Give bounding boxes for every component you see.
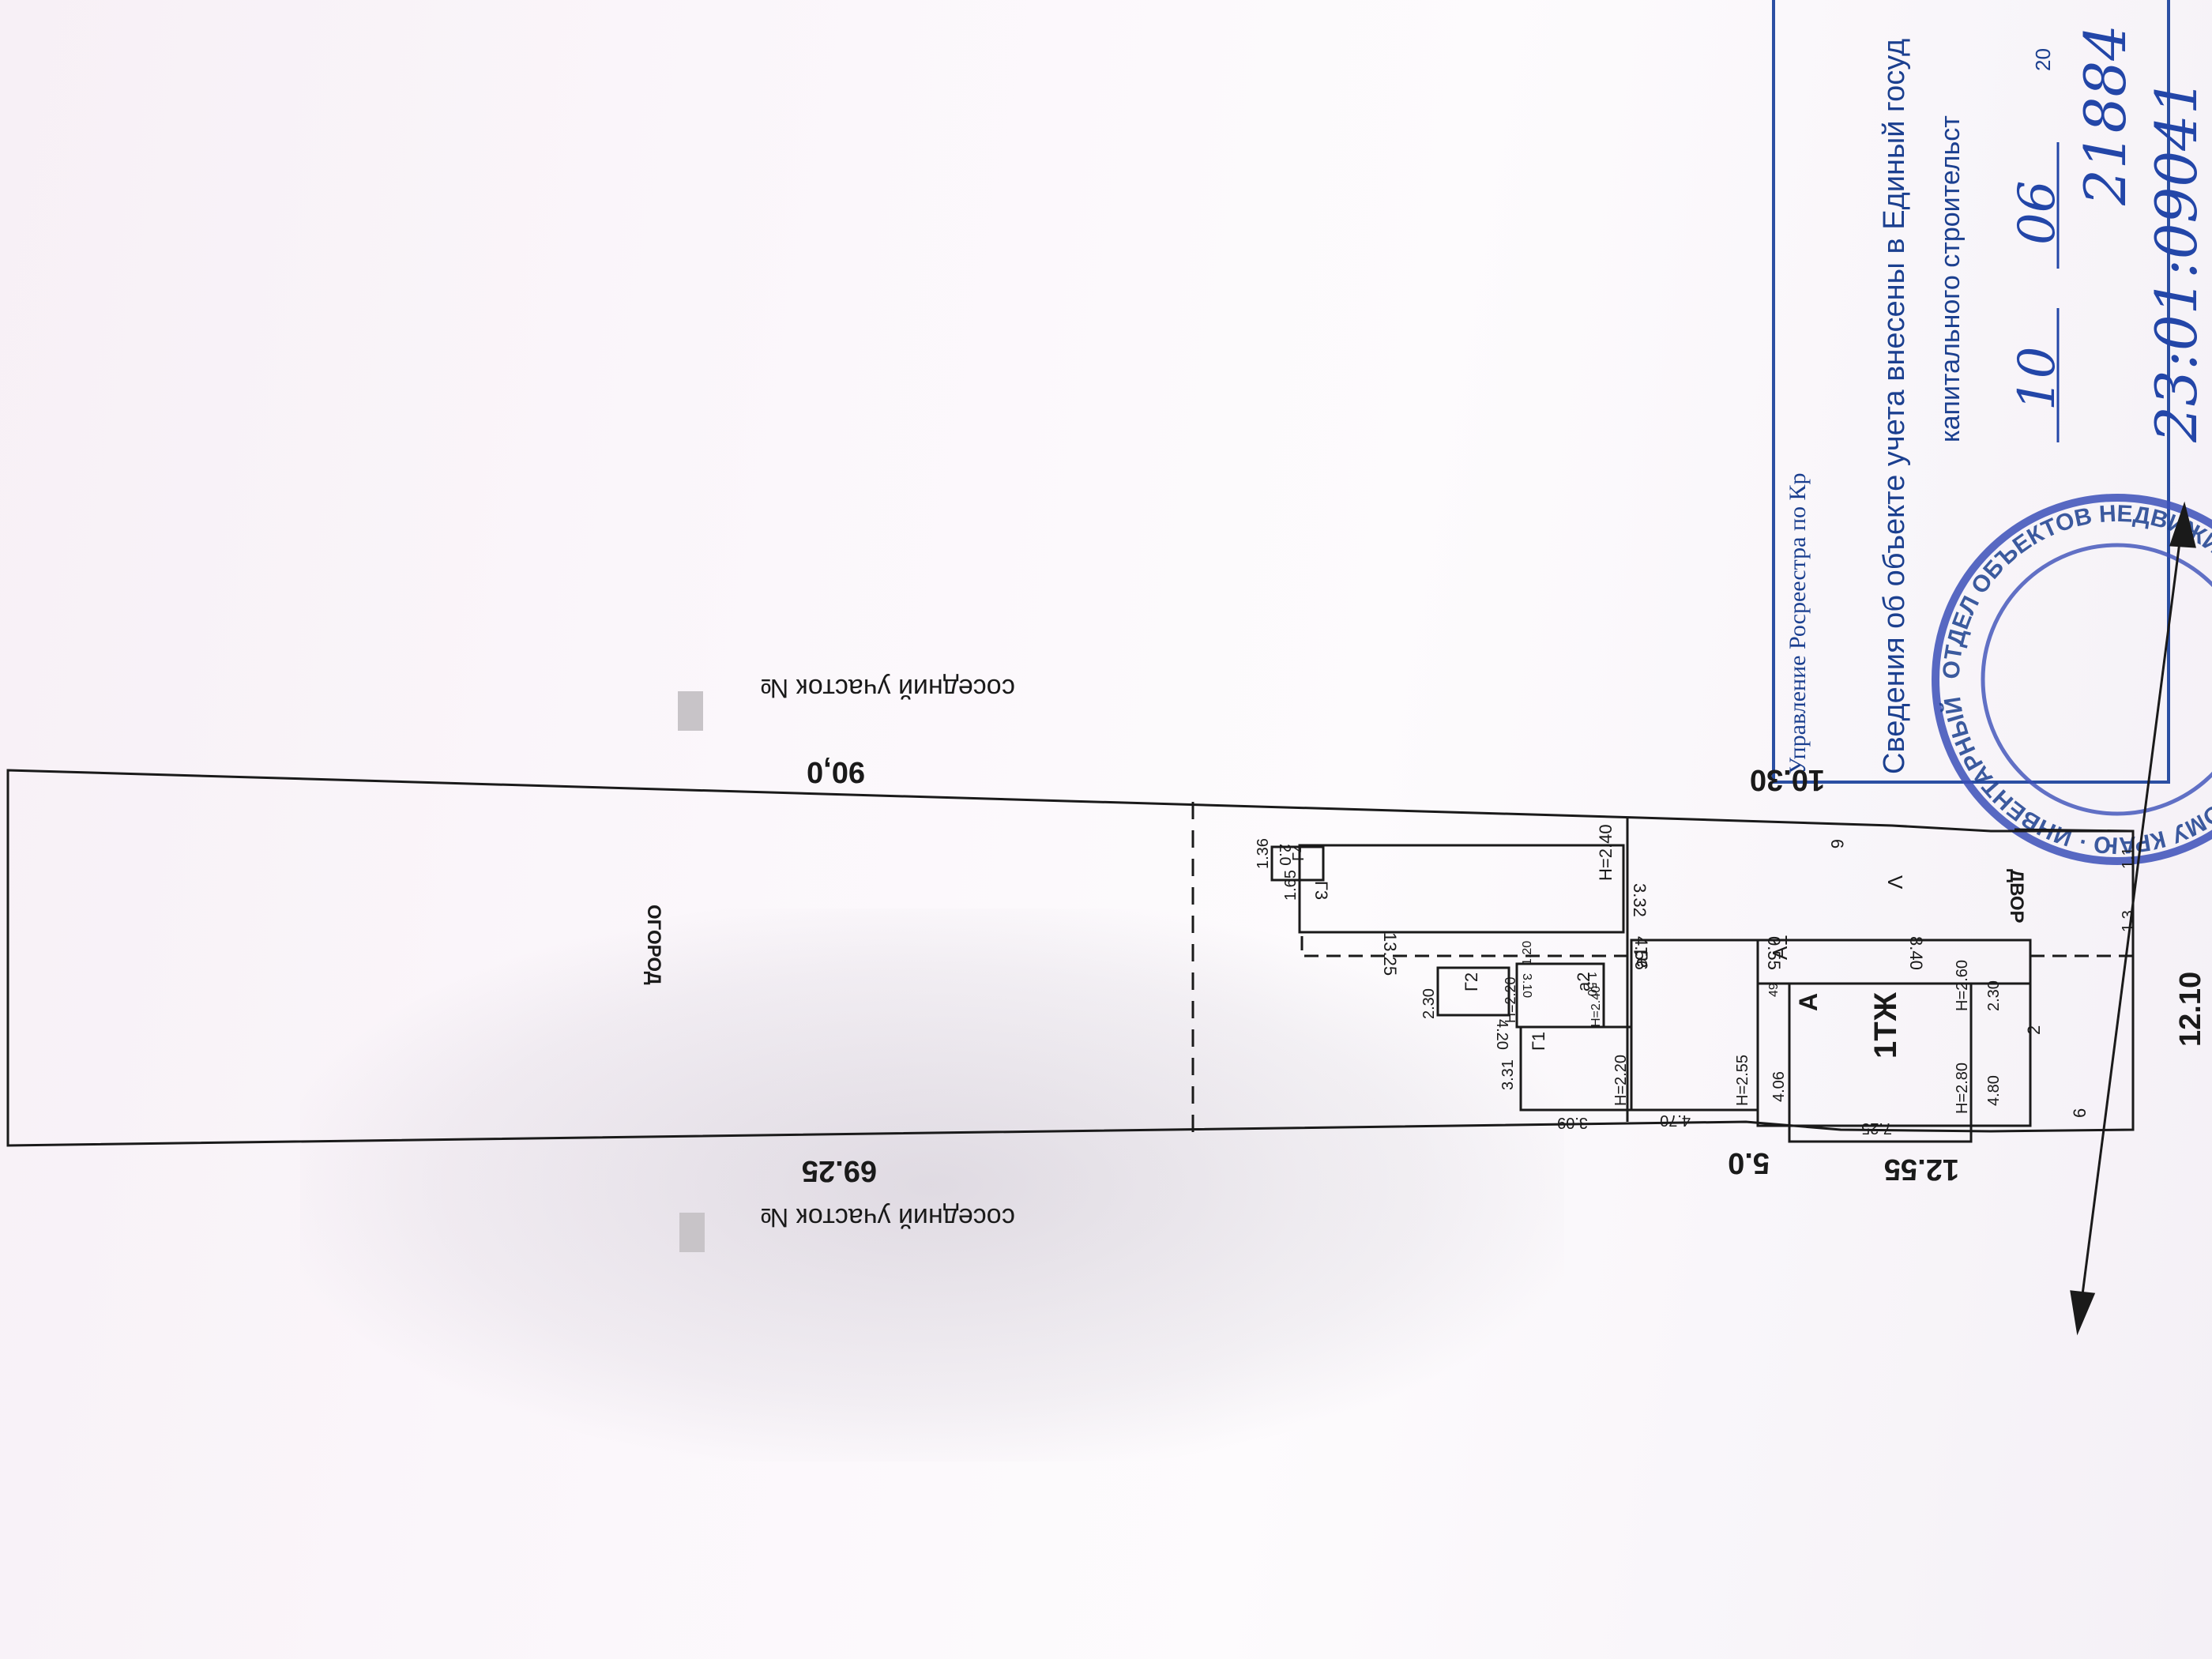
dim-6a: 6 bbox=[2070, 1108, 2090, 1118]
plot-boundary bbox=[6, 769, 2135, 1147]
dim-406: 4.06 bbox=[1770, 1071, 1788, 1102]
dim-136: 1.36 bbox=[1255, 838, 1272, 869]
labels: соседний участок № соседний участок № ОГ… bbox=[643, 673, 2027, 1252]
round-seal-inner bbox=[1981, 543, 2212, 816]
dim-right-1030: 10.30 bbox=[1750, 763, 1825, 796]
dim-h220a: Н=2.20 bbox=[1503, 976, 1518, 1023]
dim-h280: Н=2.80 bbox=[1954, 1063, 1971, 1114]
dim-725: 7.25 bbox=[1861, 1119, 1892, 1137]
yard-label: ДВОР bbox=[2006, 869, 2027, 924]
north-arrow-head-top bbox=[2169, 501, 2196, 548]
dim-480: 4.80 bbox=[1985, 1075, 2003, 1106]
lit-g3: Г3 bbox=[1311, 881, 1331, 900]
building-g3 bbox=[1298, 844, 1625, 934]
building-g4 bbox=[1270, 845, 1325, 882]
stamp-date-year-prefix: 20 bbox=[2031, 48, 2055, 71]
lit-A: А bbox=[1794, 993, 1823, 1011]
dashed-fence bbox=[1300, 936, 1635, 957]
dim-840: 8.40 bbox=[1906, 936, 1926, 970]
dim-1325: 13.25 bbox=[1380, 932, 1400, 976]
stamp-line-2: Сведения об объекте учета внесены в Един… bbox=[1878, 39, 1911, 774]
dim-bottom-6925: 69.25 bbox=[802, 1154, 877, 1187]
dim-20: 2.0 bbox=[1276, 844, 1293, 866]
buildings bbox=[1270, 844, 2032, 1143]
dim-bottom-50: 5.0 bbox=[1728, 1146, 1770, 1179]
round-seal: ОТДЕЛ ОБЪЕКТОВ НЕДВИЖИМОСТИ · КРАСНОДАРС… bbox=[1932, 494, 2212, 865]
dim-456: 4.56 bbox=[1631, 936, 1651, 970]
building-A1 bbox=[1756, 939, 2032, 985]
stamp-line-1: Управление Росреестра по Кр bbox=[1785, 472, 1811, 774]
dim-150: 1.50 bbox=[1585, 972, 1598, 996]
round-seal-outer bbox=[1932, 494, 2212, 865]
registry-stamp: Управление Росреестра по Кр Сведения об … bbox=[1772, 0, 2212, 865]
dimensions: 90,0 69.25 5.0 12.55 10.30 12.10 8.40 0.… bbox=[802, 755, 2207, 1187]
lit-A1: А1 bbox=[1768, 935, 1792, 960]
north-arrow-head-bottom bbox=[2070, 1290, 2096, 1336]
arrow-v: V bbox=[1883, 875, 1907, 890]
dim-230b: 2.30 bbox=[1985, 980, 2003, 1011]
lit-g1: Г1 bbox=[1529, 1032, 1548, 1051]
redaction-bottom bbox=[679, 1213, 705, 1252]
dim-11: 1.1 bbox=[2120, 847, 2137, 869]
dim-332: 3.32 bbox=[1630, 883, 1650, 917]
dim-49: 49 bbox=[1767, 983, 1781, 997]
dim-420: 4.20 bbox=[1493, 1019, 1510, 1050]
dim-309: 3.09 bbox=[1557, 1114, 1588, 1131]
stamp-number: 21884 bbox=[2072, 24, 2139, 206]
building-A-frame bbox=[1756, 982, 2032, 1127]
redaction-top bbox=[678, 691, 703, 731]
stamp-line-3: капитального строительст bbox=[1936, 115, 1966, 442]
dim-h220b: Н=2.20 bbox=[1612, 1055, 1630, 1106]
street-front bbox=[2014, 501, 2196, 1336]
main-house-label: 1ТЖ bbox=[1868, 991, 1903, 1059]
dim-470: 4.70 bbox=[1660, 1112, 1691, 1129]
lit-g4: Г4 bbox=[1290, 844, 1307, 861]
dim-2: 2 bbox=[2024, 1025, 2044, 1035]
dim-h240: Н=2.40 bbox=[1596, 824, 1616, 881]
dim-top-90: 90,0 bbox=[807, 755, 865, 788]
dim-055: 0.55 bbox=[1764, 936, 1784, 970]
lit-a2: а2 bbox=[1574, 972, 1593, 991]
dim-bottom-1255: 12.55 bbox=[1884, 1153, 1959, 1186]
dim-230a: 2.30 bbox=[1420, 988, 1438, 1019]
north-arrow-line bbox=[2076, 505, 2186, 1332]
plot-outline bbox=[6, 769, 2135, 1147]
dim-h260: Н=2.60 bbox=[1954, 960, 1971, 1011]
stamp-cad-number: 23:01:09041 bbox=[2143, 78, 2210, 443]
neighbor-top-label: соседний участок № bbox=[760, 673, 1015, 703]
dim-165: 1.65 bbox=[1282, 870, 1300, 901]
dim-front-1210: 12.10 bbox=[2174, 972, 2207, 1047]
dim-6b: 6 bbox=[1827, 839, 1847, 848]
building-g1 bbox=[1519, 1025, 1633, 1112]
dim-310: 3.10 bbox=[1520, 973, 1533, 998]
dim-331: 3.31 bbox=[1499, 1059, 1517, 1090]
neighbor-bottom-label: соседний участок № bbox=[760, 1202, 1015, 1232]
dim-h255: Н=2.55 bbox=[1734, 1055, 1751, 1106]
garden-label: ОГОРОД bbox=[643, 905, 664, 985]
dim-120: 1.20 bbox=[1521, 941, 1534, 965]
lit-a1: а1 bbox=[1631, 946, 1652, 968]
front-line bbox=[2014, 828, 2134, 833]
lit-g2: Г2 bbox=[1462, 972, 1481, 991]
dim-h240b: Н=2.40 bbox=[1589, 986, 1603, 1027]
building-g2 bbox=[1436, 966, 1510, 1017]
dim-13: 1.3 bbox=[2120, 910, 2137, 932]
